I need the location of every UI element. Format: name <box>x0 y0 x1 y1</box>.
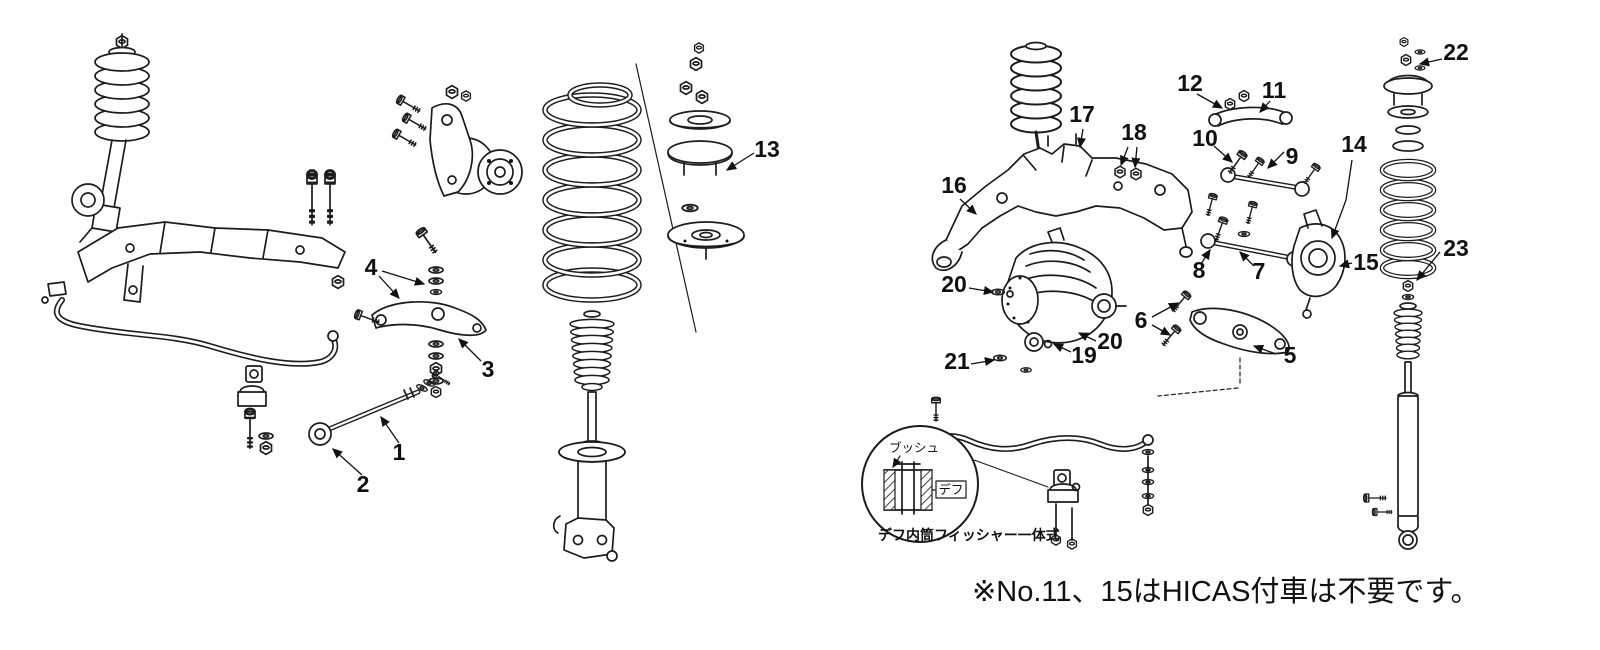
inset-diff-label: デフ <box>938 482 963 497</box>
leader-lines <box>332 57 1443 476</box>
front-strut-damper <box>552 391 626 562</box>
front-subframe <box>77 169 346 303</box>
callout-18: 18 <box>1121 119 1147 145</box>
front-stabilizer-bar <box>41 281 339 456</box>
callout-23: 23 <box>1443 235 1469 261</box>
callout-6: 6 <box>1135 307 1148 333</box>
rear-adjust-link <box>1203 148 1322 226</box>
strut-mount-stack <box>667 42 745 260</box>
callout-15: 15 <box>1353 249 1379 275</box>
rear-differential <box>990 227 1127 373</box>
callout-labels: 1 2 3 4 5 6 7 8 9 10 11 12 13 14 15 16 1… <box>357 39 1469 497</box>
callout-20a: 20 <box>941 271 967 297</box>
rear-subframe <box>931 133 1193 272</box>
callout-16: 16 <box>941 172 967 198</box>
callout-3: 3 <box>482 356 495 382</box>
callout-2: 2 <box>357 471 370 497</box>
callout-8: 8 <box>1193 257 1206 283</box>
callout-10: 10 <box>1192 125 1218 151</box>
callout-14: 14 <box>1341 131 1367 157</box>
callout-9: 9 <box>1286 143 1299 169</box>
inset-bush-label: ブッシュ <box>889 440 939 455</box>
coil-spring-center <box>542 63 697 333</box>
footnote: ※No.11、15はHICAS付車は不要です。 <box>972 575 1480 608</box>
front-lower-control-arm <box>352 225 487 399</box>
callout-12: 12 <box>1177 70 1203 96</box>
callout-13: 13 <box>754 136 780 162</box>
callout-5: 5 <box>1284 342 1297 368</box>
rear-shock-stack <box>1362 36 1437 550</box>
rear-lower-arm <box>1157 289 1290 397</box>
front-tension-rod <box>308 369 453 446</box>
callout-22: 22 <box>1443 39 1469 65</box>
callout-19: 19 <box>1071 342 1097 368</box>
callout-1: 1 <box>393 439 406 465</box>
rear-lower-link <box>1200 215 1302 267</box>
front-strut-assembly <box>71 33 150 243</box>
front-knuckle-hub <box>390 84 523 197</box>
callout-21: 21 <box>944 348 970 374</box>
dust-boot-center <box>569 310 615 392</box>
inset-labels: ブッシュ デフ デフ内筒フィッシャー一体式 <box>878 440 1060 543</box>
callout-4: 4 <box>365 254 378 280</box>
inset-caption: デフ内筒フィッシャー一体式 <box>878 527 1060 543</box>
rear-knuckle-hub <box>1291 209 1346 319</box>
callout-7: 7 <box>1253 258 1266 284</box>
callout-11: 11 <box>1262 77 1287 103</box>
bushing-inset <box>861 425 1049 543</box>
callout-17: 17 <box>1069 101 1095 127</box>
rear-coil-spring-top <box>1010 41 1062 174</box>
callout-20b: 20 <box>1097 328 1123 354</box>
